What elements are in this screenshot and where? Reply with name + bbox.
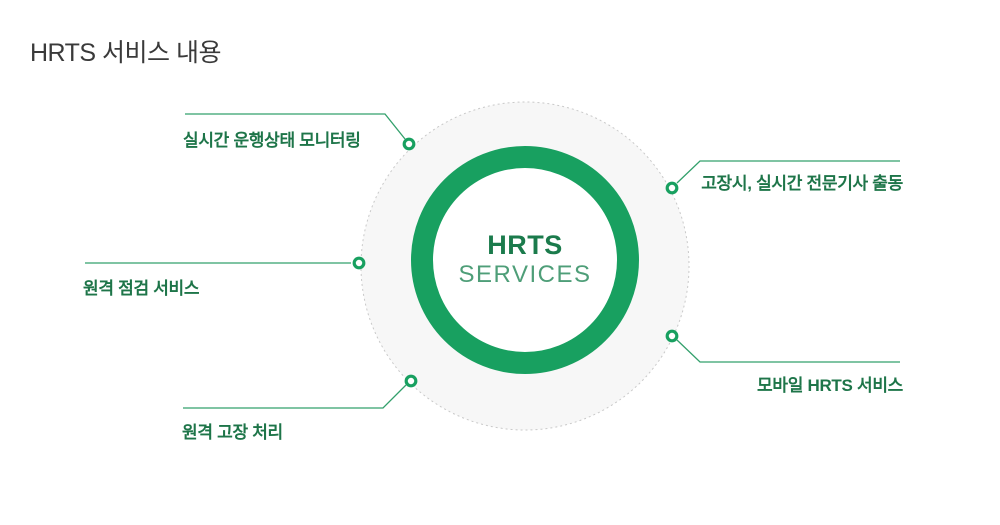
connector-top-left <box>185 113 406 140</box>
node-dot-top-right <box>665 181 679 195</box>
node-dot-bottom-right <box>665 329 679 343</box>
label-remote-fault-handling: 원격 고장 처리 <box>182 423 283 442</box>
connector-top-right <box>676 160 900 184</box>
center-ring <box>411 146 639 374</box>
connector-bottom-right <box>676 339 900 363</box>
node-dot-left <box>352 256 366 270</box>
label-remote-inspection: 원격 점검 서비스 <box>83 279 200 298</box>
connector-bottom-left <box>183 384 407 409</box>
page-title: HRTS 서비스 내용 <box>30 39 222 67</box>
label-realtime-monitoring: 실시간 운행상태 모니터링 <box>183 131 361 150</box>
label-mobile-hrts: 모바일 HRTS 서비스 <box>757 376 903 395</box>
label-expert-dispatch: 고장시, 실시간 전문기사 출동 <box>701 174 903 193</box>
node-dot-top-left <box>402 137 416 151</box>
node-dot-bottom-left <box>404 374 418 388</box>
